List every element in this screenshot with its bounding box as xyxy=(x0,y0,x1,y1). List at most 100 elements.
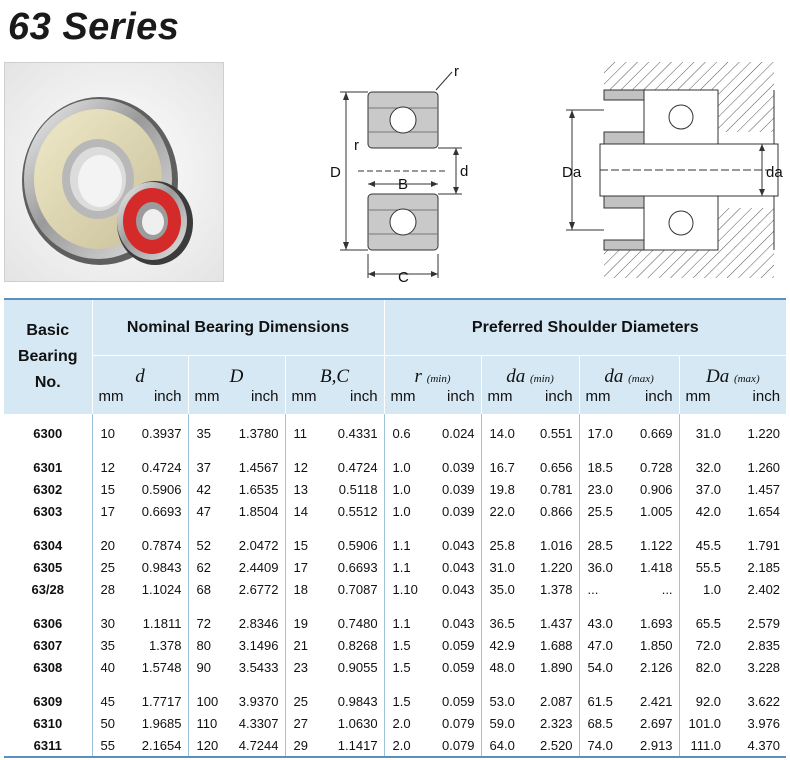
table-cell: 80 xyxy=(187,634,225,656)
table-cell: 0.6693 xyxy=(141,503,182,519)
table-cell: 0.4724 xyxy=(337,459,378,475)
table-cell: 2.520 xyxy=(540,737,573,753)
table-cell: 1.260 xyxy=(747,459,781,475)
table-cell: 1.016 xyxy=(540,537,573,553)
table-cell: 17 xyxy=(284,556,322,578)
table-cell: 4.3307 xyxy=(238,715,279,731)
label-d: d xyxy=(460,163,468,180)
table-cell: 0.9843 xyxy=(141,559,182,575)
header-unit-mm: mm xyxy=(187,388,225,414)
table-cell: 0.059 xyxy=(442,637,475,653)
table-cell: 62 xyxy=(187,556,225,578)
bearing-number: 63/28 xyxy=(31,581,65,597)
table-cell: 42 xyxy=(187,478,225,500)
table-cell: ... xyxy=(578,578,624,600)
table-cell: 1.3780 xyxy=(238,425,279,441)
bearing-spec-table: Basic Bearing No. Nominal Bearing Dimens… xyxy=(4,298,787,758)
table-cell: 2.835 xyxy=(747,637,781,653)
table-cell: 1.10 xyxy=(383,578,428,600)
table-cell: 2.402 xyxy=(747,581,781,597)
table-cell: 0.043 xyxy=(442,559,475,575)
table-cell: 17.0 xyxy=(578,414,624,444)
table-cell: 36.0 xyxy=(578,556,624,578)
table-cell: 0.656 xyxy=(540,459,573,475)
table-cell: 1.8504 xyxy=(238,503,279,519)
table-cell: 19.8 xyxy=(480,478,524,500)
label-da: da xyxy=(766,164,783,181)
table-cell: 0.039 xyxy=(442,481,475,497)
table-cell: 68.5 xyxy=(578,712,624,734)
header-unit-mm: mm xyxy=(578,388,624,414)
table-cell: 25 xyxy=(284,690,322,712)
table-cell: 0.8268 xyxy=(337,637,378,653)
table-cell: 1.1 xyxy=(383,612,428,634)
table-cell: 1.0630 xyxy=(337,715,378,731)
table-cell: 2.0 xyxy=(383,712,428,734)
table-cell: 0.5906 xyxy=(141,481,182,497)
row-spacer xyxy=(4,522,786,534)
bearing-number: 6307 xyxy=(33,637,63,653)
table-cell: 1.005 xyxy=(640,503,673,519)
table-cell: 54.0 xyxy=(578,656,624,678)
table-cell: 3.976 xyxy=(747,715,781,731)
table-cell: 3.622 xyxy=(747,693,781,709)
table-cell: 14.0 xyxy=(480,414,524,444)
table-cell: 17 xyxy=(91,500,129,522)
label-B: B xyxy=(398,176,408,193)
bearing-number: 6310 xyxy=(33,715,63,731)
table-cell: 65.5 xyxy=(678,612,728,634)
table-cell: 35.0 xyxy=(480,578,524,600)
table-cell: 1.1417 xyxy=(337,737,378,753)
table-cell: 0.6 xyxy=(383,414,428,444)
table-cell: 0.5906 xyxy=(337,537,378,553)
header-unit-inch: inch xyxy=(322,388,385,414)
header-unit-inch: inch xyxy=(129,388,188,414)
table-cell: 28.5 xyxy=(578,534,624,556)
table-cell: 25.8 xyxy=(480,534,524,556)
table-cell: 23 xyxy=(284,656,322,678)
table-cell: 2.1654 xyxy=(141,737,182,753)
label-Da: Da xyxy=(562,164,582,181)
shoulder-diameter-diagram: Da da xyxy=(560,60,788,295)
bearing-number: 6304 xyxy=(33,537,63,553)
table-cell: 20 xyxy=(91,534,129,556)
table-cell: 16.7 xyxy=(480,456,524,478)
table-cell: 0.669 xyxy=(640,425,673,441)
table-cell: 53.0 xyxy=(480,690,524,712)
table-cell: 72.0 xyxy=(678,634,728,656)
table-cell: 1.5 xyxy=(383,656,428,678)
table-cell: ... xyxy=(661,581,673,597)
table-cell: 0.4724 xyxy=(141,459,182,475)
table-cell: 1.5 xyxy=(383,634,428,656)
table-cell: 22.0 xyxy=(480,500,524,522)
table-cell: 25 xyxy=(91,556,129,578)
table-cell: 0.9055 xyxy=(337,659,378,675)
table-cell: 90 xyxy=(187,656,225,678)
table-cell: 120 xyxy=(187,734,225,757)
table-cell: 1.791 xyxy=(747,537,781,553)
table-cell: 2.579 xyxy=(747,615,781,631)
table-cell: 1.0 xyxy=(383,456,428,478)
table-cell: 0.079 xyxy=(442,715,475,731)
header-unit-mm: mm xyxy=(92,388,129,414)
table-cell: 68 xyxy=(187,578,225,600)
table-cell: 19 xyxy=(284,612,322,634)
table-cell: 59.0 xyxy=(480,712,524,734)
table-cell: 0.043 xyxy=(442,581,475,597)
header-unit-inch: inch xyxy=(225,388,285,414)
table-cell: 31.0 xyxy=(678,414,728,444)
table-cell: 0.6693 xyxy=(337,559,378,575)
table-cell: 1.1 xyxy=(383,534,428,556)
table-cell: 3.5433 xyxy=(238,659,279,675)
table-cell: 18.5 xyxy=(578,456,624,478)
table-cell: 18 xyxy=(284,578,322,600)
table-cell: 10 xyxy=(91,414,129,444)
